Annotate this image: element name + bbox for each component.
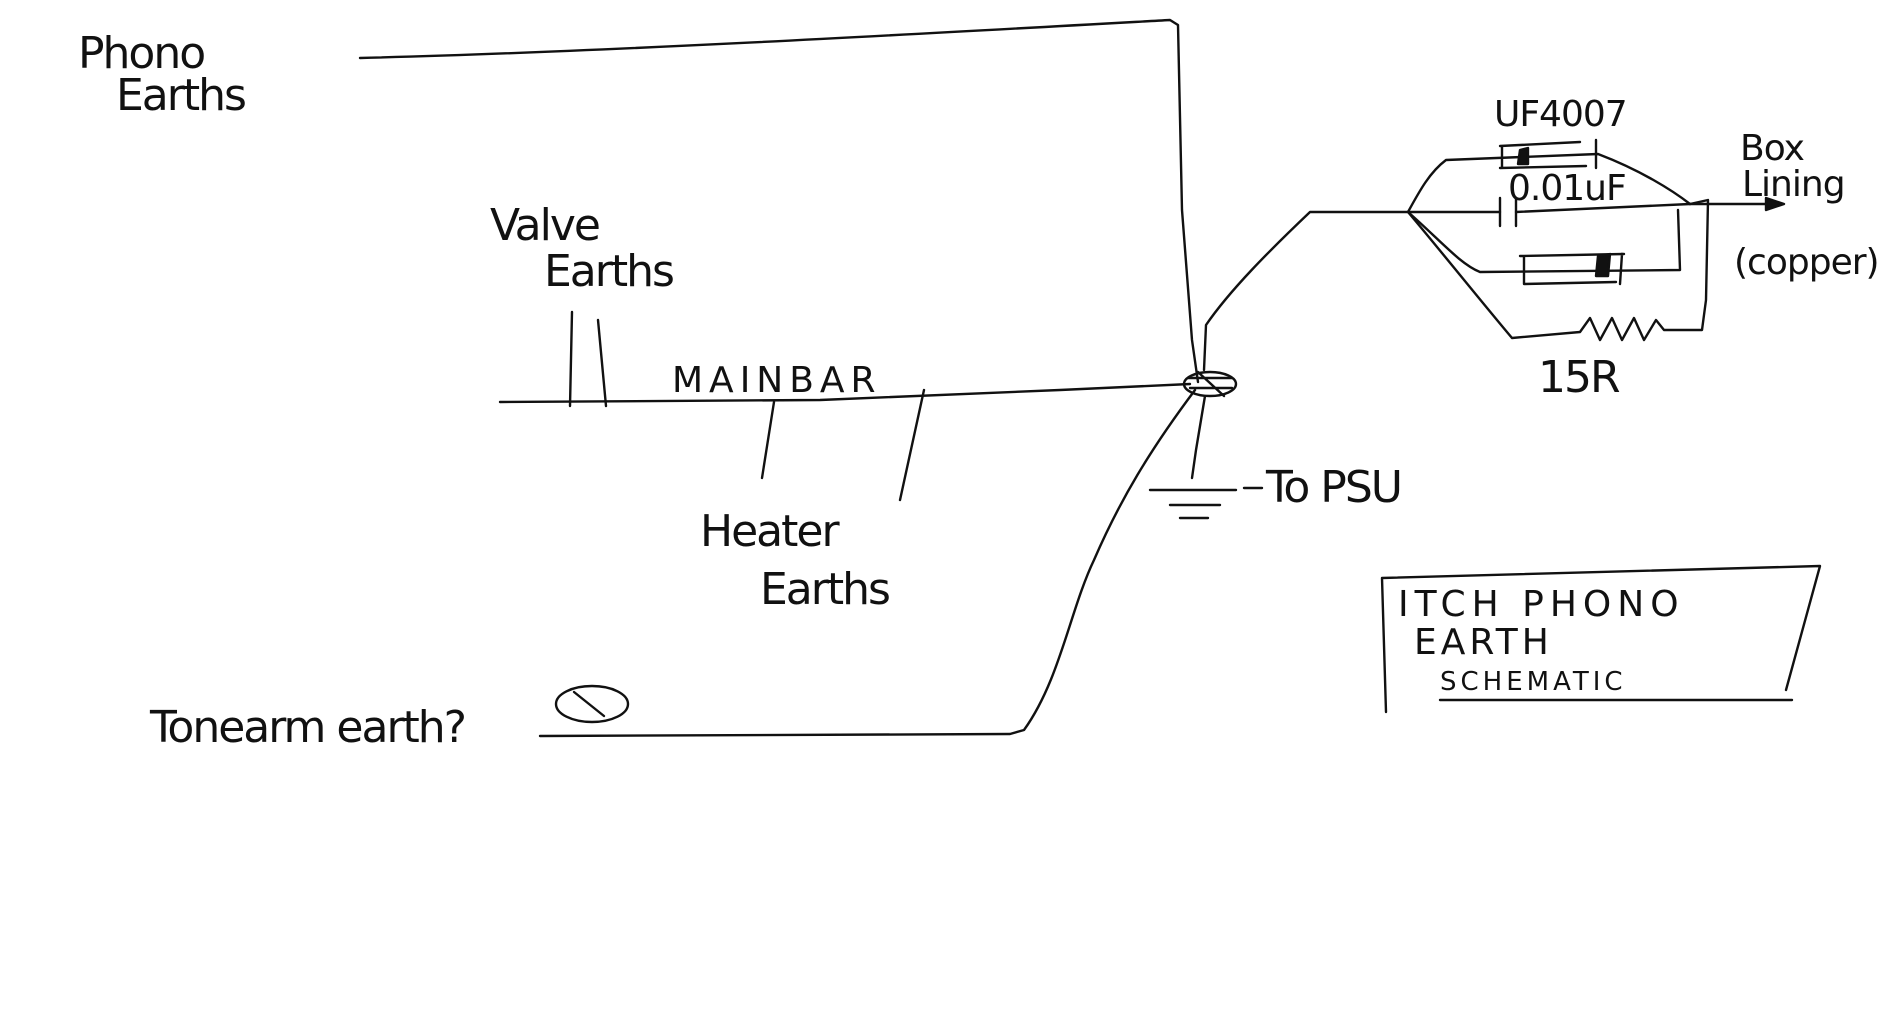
to-psu-label: To PSU [1265, 462, 1401, 513]
copper-label: (copper) [1734, 242, 1879, 283]
resistor-value-label: 15R [1538, 352, 1620, 403]
title-line-2: EARTH [1414, 622, 1553, 663]
ground-symbol-icon [1148, 488, 1238, 520]
third-branch [1406, 208, 1682, 274]
box-lining-arrow-icon [1764, 196, 1786, 212]
heater-earths-label: Earths [760, 564, 889, 615]
uf4007-label: UF4007 [1494, 94, 1627, 135]
valve-earth-stub-2 [596, 318, 608, 408]
box-link-wire [1202, 210, 1410, 372]
resistor-branch [1406, 198, 1710, 342]
phono-label: Phono [78, 28, 204, 79]
box-label: Box [1740, 128, 1805, 169]
valve-earths-label: Earths [544, 246, 673, 297]
valve-label: Valve [490, 200, 599, 251]
capacitor-icon [1498, 196, 1518, 228]
mainbar-wire [498, 382, 1192, 404]
title-box-frame [1380, 564, 1822, 714]
capacitor-value-label: 0.01uF [1508, 168, 1626, 209]
heater-label: Heater [700, 506, 840, 557]
tonearm-earth-wire [538, 388, 1197, 738]
diode-branch [1406, 152, 1692, 214]
second-diode-icon [1518, 252, 1626, 286]
heater-earth-stub-2 [898, 388, 926, 502]
lining-label: Lining [1742, 164, 1845, 205]
phono-earth-wire [358, 18, 1200, 384]
title-line-1: ITCH PHONO [1398, 584, 1685, 625]
diode-icon [1498, 138, 1598, 170]
title-line-3: SCHEMATIC [1440, 667, 1627, 697]
star-earth-point [1182, 370, 1238, 398]
valve-earth-stub-1 [568, 310, 574, 408]
heater-earth-stub-1 [760, 400, 776, 480]
question-earth-icon [554, 684, 630, 724]
phono-earths-label: Earths [116, 70, 245, 121]
psu-ground-wire [1190, 394, 1207, 480]
mainbar-label: MAINBAR [672, 360, 882, 401]
tonearm-earth-label: Tonearm earth? [149, 702, 465, 753]
capacitor-branch [1406, 202, 1692, 214]
